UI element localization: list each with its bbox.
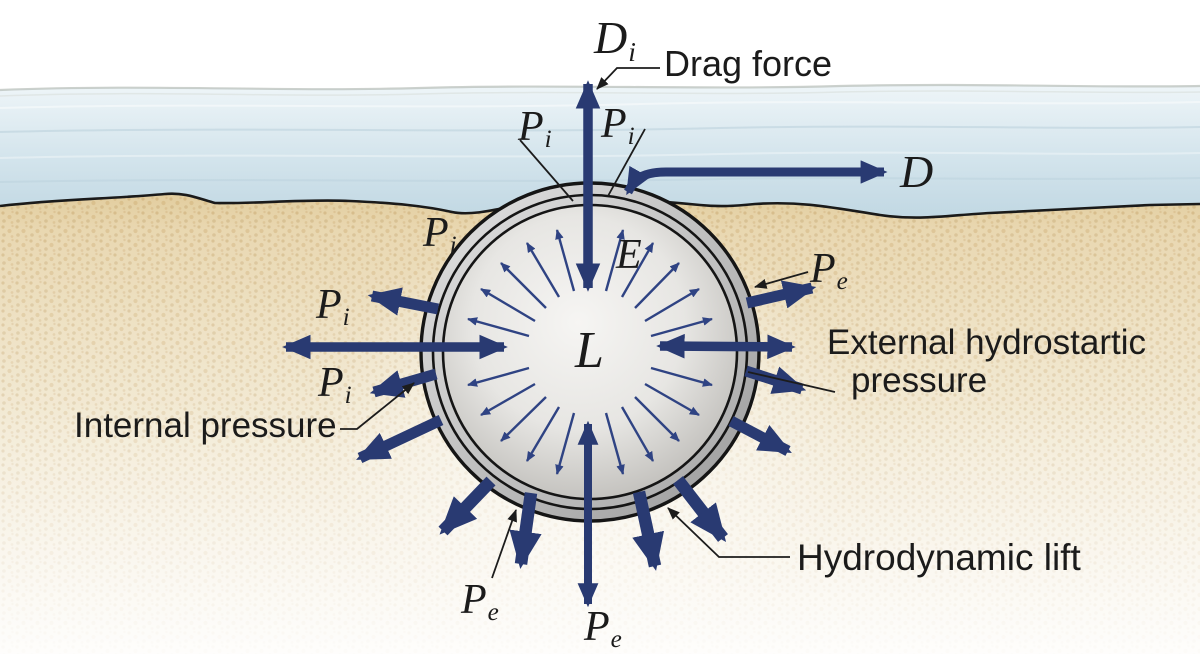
label-pi-left-lower: Pi <box>318 360 352 410</box>
right-horizontal-force-arrow <box>656 333 796 360</box>
label-hydrodynamic-lift: Hydrodynamic lift <box>797 537 1081 578</box>
label-external-pressure-line2: pressure <box>851 361 988 400</box>
label-external-pressure-line1: External hydrostartic <box>827 323 1147 362</box>
external-pressure-leader <box>747 371 836 393</box>
label-pe-bottom-center: Pe <box>584 604 622 654</box>
label-drag-force: Drag force <box>664 43 833 84</box>
label-pe-bottom-left: Pe <box>461 577 499 627</box>
axis-force-arrows <box>282 80 796 608</box>
label-pi-wall: Pi <box>423 210 457 260</box>
internal-pressure-arrows <box>467 229 713 475</box>
pi-top-right-leader <box>607 128 646 197</box>
internal-pressure-leader <box>340 382 415 430</box>
label-pi-top-left: Pi <box>518 104 552 154</box>
label-l: L <box>575 322 604 379</box>
label-pi-top-right: Pi <box>601 101 635 151</box>
pi-top-left-leader <box>519 139 574 202</box>
label-pe-right: Pe <box>810 246 848 296</box>
wave-streak <box>0 101 1200 109</box>
label-d-i: Di <box>594 12 636 67</box>
leader-lines <box>340 67 836 579</box>
label-d: D <box>900 146 934 197</box>
drag-arrow-d <box>624 160 888 196</box>
label-pi-left-upper: Pi <box>316 282 350 332</box>
external-pressure-arrows-bottom <box>438 476 728 571</box>
hydrodynamic-lift-leader <box>667 507 790 558</box>
drag-force-leader <box>596 67 660 90</box>
water-surface-line <box>0 83 1200 92</box>
pe-right-leader <box>753 271 809 289</box>
pe-bottom-left-leader <box>491 508 517 579</box>
label-internal-pressure: Internal pressure <box>74 406 337 445</box>
label-e: E <box>616 232 642 278</box>
